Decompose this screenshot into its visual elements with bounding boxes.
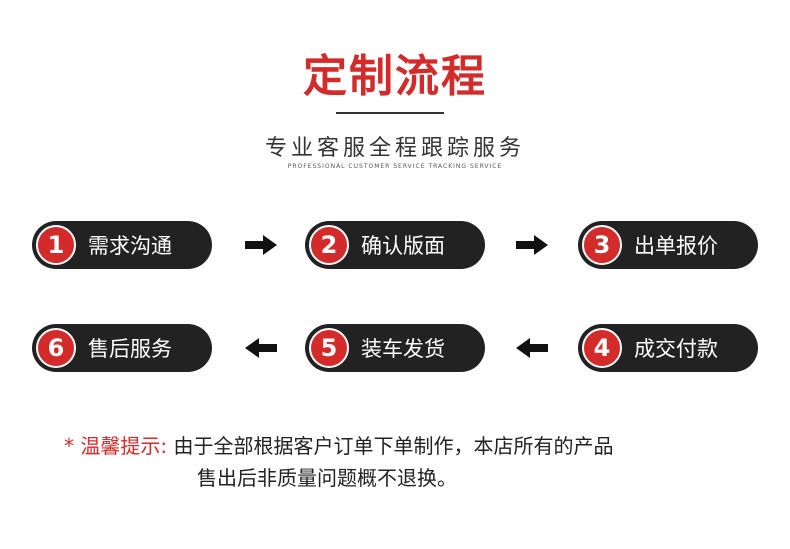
step-5-pill: 5 装车发货 — [305, 324, 485, 372]
page-title: 定制流程 — [303, 51, 487, 102]
step-label: 确认版面 — [361, 234, 445, 258]
step-4-pill: 4 成交付款 — [578, 324, 758, 372]
step-label: 出单报价 — [634, 234, 718, 258]
notice-hint: * 温馨提示: — [64, 434, 168, 458]
arrow-left-icon — [516, 338, 548, 358]
step-1-pill: 1 需求沟通 — [32, 221, 212, 269]
step-label: 售后服务 — [88, 337, 172, 361]
arrow-right-icon — [245, 235, 277, 255]
step-2-pill: 2 确认版面 — [305, 221, 485, 269]
notice-line-1: 由于全部根据客户订单下单制作，本店所有的产品 — [173, 434, 614, 458]
page-subtitle-english: PROFESSIONAL CUSTOMER SERVICE TRACKING S… — [287, 163, 503, 170]
step-number-badge: 1 — [36, 225, 76, 265]
step-number-badge: 4 — [582, 328, 622, 368]
step-3-pill: 3 出单报价 — [578, 221, 758, 269]
step-number-badge: 5 — [309, 328, 349, 368]
notice-line-2: 售出后非质量问题概不退换。 — [197, 466, 457, 490]
arrow-left-icon — [245, 338, 277, 358]
step-label: 成交付款 — [634, 337, 718, 361]
arrow-right-icon — [516, 235, 548, 255]
step-6-pill: 6 售后服务 — [32, 324, 212, 372]
step-label: 装车发货 — [361, 337, 445, 361]
title-divider — [336, 112, 444, 114]
step-number-badge: 6 — [36, 328, 76, 368]
notice: * 温馨提示: 由于全部根据客户订单下单制作，本店所有的产品 — [64, 430, 613, 462]
step-number-badge: 2 — [309, 225, 349, 265]
page-subtitle: 专业客服全程跟踪服务 — [264, 136, 525, 161]
step-label: 需求沟通 — [88, 234, 172, 258]
step-number-badge: 3 — [582, 225, 622, 265]
